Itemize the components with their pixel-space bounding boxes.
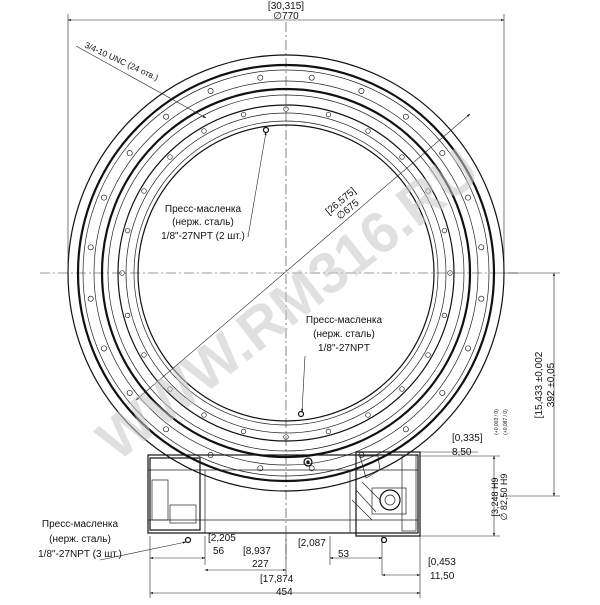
grease2-title: Пресс-масленка [306,315,383,326]
inner-bolt-hole [167,154,173,160]
outer-bolt-hole [101,345,107,352]
dim-392-mm: 392 ±0,05 [546,362,557,407]
dim-0335-mm: 8,50 [452,447,472,458]
outer-dia-inch-label: [30,315] [268,1,304,12]
outer-bolt-hole [308,74,315,81]
outer-bolt-hole [207,88,214,94]
dim-15433-inch: [15,433 ±0,002 [534,351,545,418]
dim-2087-inch: [2,087 [298,538,326,549]
grease3-title: Пресс-масленка [42,519,119,530]
inner-bolt-hole [141,188,147,194]
dim-454-mm: 454 [276,587,293,598]
inner-bolt-hole [124,227,131,234]
dim-right-side: [0,335] 8,50 [3,248 H9 ∅ 82,50 H9 (+0,00… [420,272,560,537]
dim-56-mm: 56 [213,546,225,557]
grease-callout-1: Пресс-масленка (нерж. сталь) 1/8"-27NPT … [161,131,267,242]
dim-8250-mm: ∅ 82,50 H9 [499,474,509,521]
outer-bolt-hole [163,113,170,120]
dim-8937-inch: [8,937 [243,546,271,557]
inner-bolt-hole [201,128,207,134]
inner-bolt-hole [441,312,448,319]
inner-bolt-hole [283,434,289,440]
grease1-thread: 1/8"-27NPT (2 шт.) [161,231,245,242]
dim-53-mm: 53 [338,549,350,560]
grease2-material: (нерж. сталь) [313,329,375,340]
inner-bolt-hole [365,128,371,134]
inner-bolt-hole [325,111,332,118]
dim-17874-inch: [17,874 [260,574,294,585]
inner-bolt-hole [201,412,207,418]
dim-bottom: [2,205 56 [8,937 227 [2,087 53 [0,453 11… [149,533,456,598]
grease3-material: (нерж. сталь) [49,534,111,545]
outer-bolt-hole [439,389,446,396]
dim-0453-inch: [0,453 [428,557,456,568]
outer-bolt-hole [257,465,264,472]
inner-bolt-hole [141,352,147,358]
grease-callout-3: Пресс-масленка (нерж. сталь) 1/8"-27NPT … [38,519,187,561]
drive-housing [147,451,421,537]
dim-0335-inch: [0,335] [452,433,483,444]
inner-bolt-hole [283,106,289,112]
inner-bolt-hole [399,154,405,160]
grease-fitting-bottom [297,410,305,418]
outer-bolt-hole [478,295,485,302]
outer-bolt-hole [101,194,107,201]
outer-bolt-hole [87,244,94,251]
outer-bolt-hole [402,113,409,120]
outer-bolt-hole [257,74,264,81]
outer-bolt-hole [163,426,170,433]
outer-bolt-hole [87,295,94,302]
inner-bolt-hole [240,428,247,435]
outer-dia-mm-label: ∅770 [273,11,299,22]
dim-227-mm: 227 [252,559,269,570]
grease-fitting-left [184,536,192,544]
dim-1150-mm: 11,50 [430,571,455,582]
outer-bolt-hole [402,426,409,433]
outer-bolt-hole [126,150,133,157]
dim-8250-tolerance: (+0,087 / 0) [503,409,509,435]
inner-bolt-hole [441,227,448,234]
dim-3248-inch: [3,248 H9 [490,477,500,516]
inner-bolt-hole [325,428,332,435]
grease1-material: (нерж. сталь) [172,217,234,228]
outer-bolt-hole [358,88,365,94]
holes-label: 3/4-10 UNC (24 отв.) [83,40,160,83]
grease-fitting-lower [303,457,313,467]
inner-bolt-hole [240,111,247,118]
inner-bolt-hole [425,352,431,358]
grease-fitting-right [380,536,388,544]
grease2-thread: 1/8"-27NPT [318,343,370,354]
dim-outer-diameter: [30,315] ∅770 [67,1,505,273]
section-hatching [351,455,381,521]
inner-bolt-hole [399,386,405,392]
grease1-title: Пресс-масленка [165,204,242,215]
dim-3248-tolerance: (+0,003 / 0) [494,409,500,435]
dim-2205-inch: [2,205 [208,533,236,544]
inner-bolt-hole [119,270,125,276]
outer-bolt-hole [126,389,133,396]
inner-bolt-hole [124,312,131,319]
grease3-thread: 1/8"-27NPT (3 шт.) [38,549,122,560]
outer-bolt-hole [308,465,315,472]
inner-bolt-hole [365,412,371,418]
outer-bolt-hole [465,345,471,352]
grease-callout-2: Пресс-масленка (нерж. сталь) 1/8"-27NPT [301,315,383,413]
grease-fitting-top [262,126,270,134]
outer-bolt-hole [478,244,485,251]
